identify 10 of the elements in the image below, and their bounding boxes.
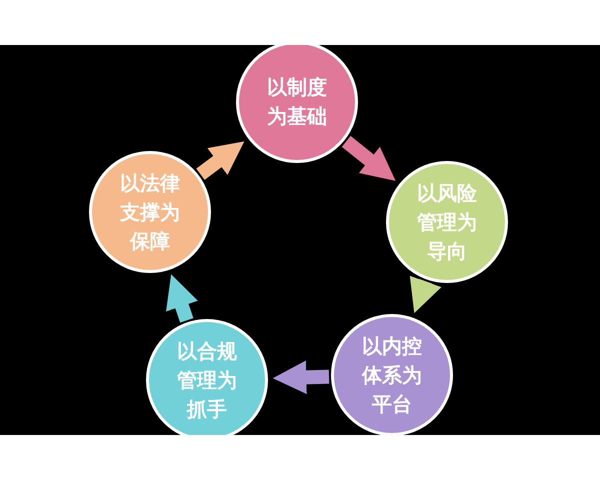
step-label: 以风险管理为导向 xyxy=(416,180,478,264)
step-label: 以合规管理为抓手 xyxy=(176,338,238,422)
arrow xyxy=(410,276,442,314)
arrow xyxy=(166,274,198,323)
arrow xyxy=(342,136,396,181)
step-label: 以内控体系为平台 xyxy=(361,332,423,418)
arrow xyxy=(196,141,244,180)
step-label: 以法律支撑为保障 xyxy=(119,170,181,254)
arrow xyxy=(272,360,330,394)
step-label: 以制度为基础 xyxy=(266,74,328,130)
